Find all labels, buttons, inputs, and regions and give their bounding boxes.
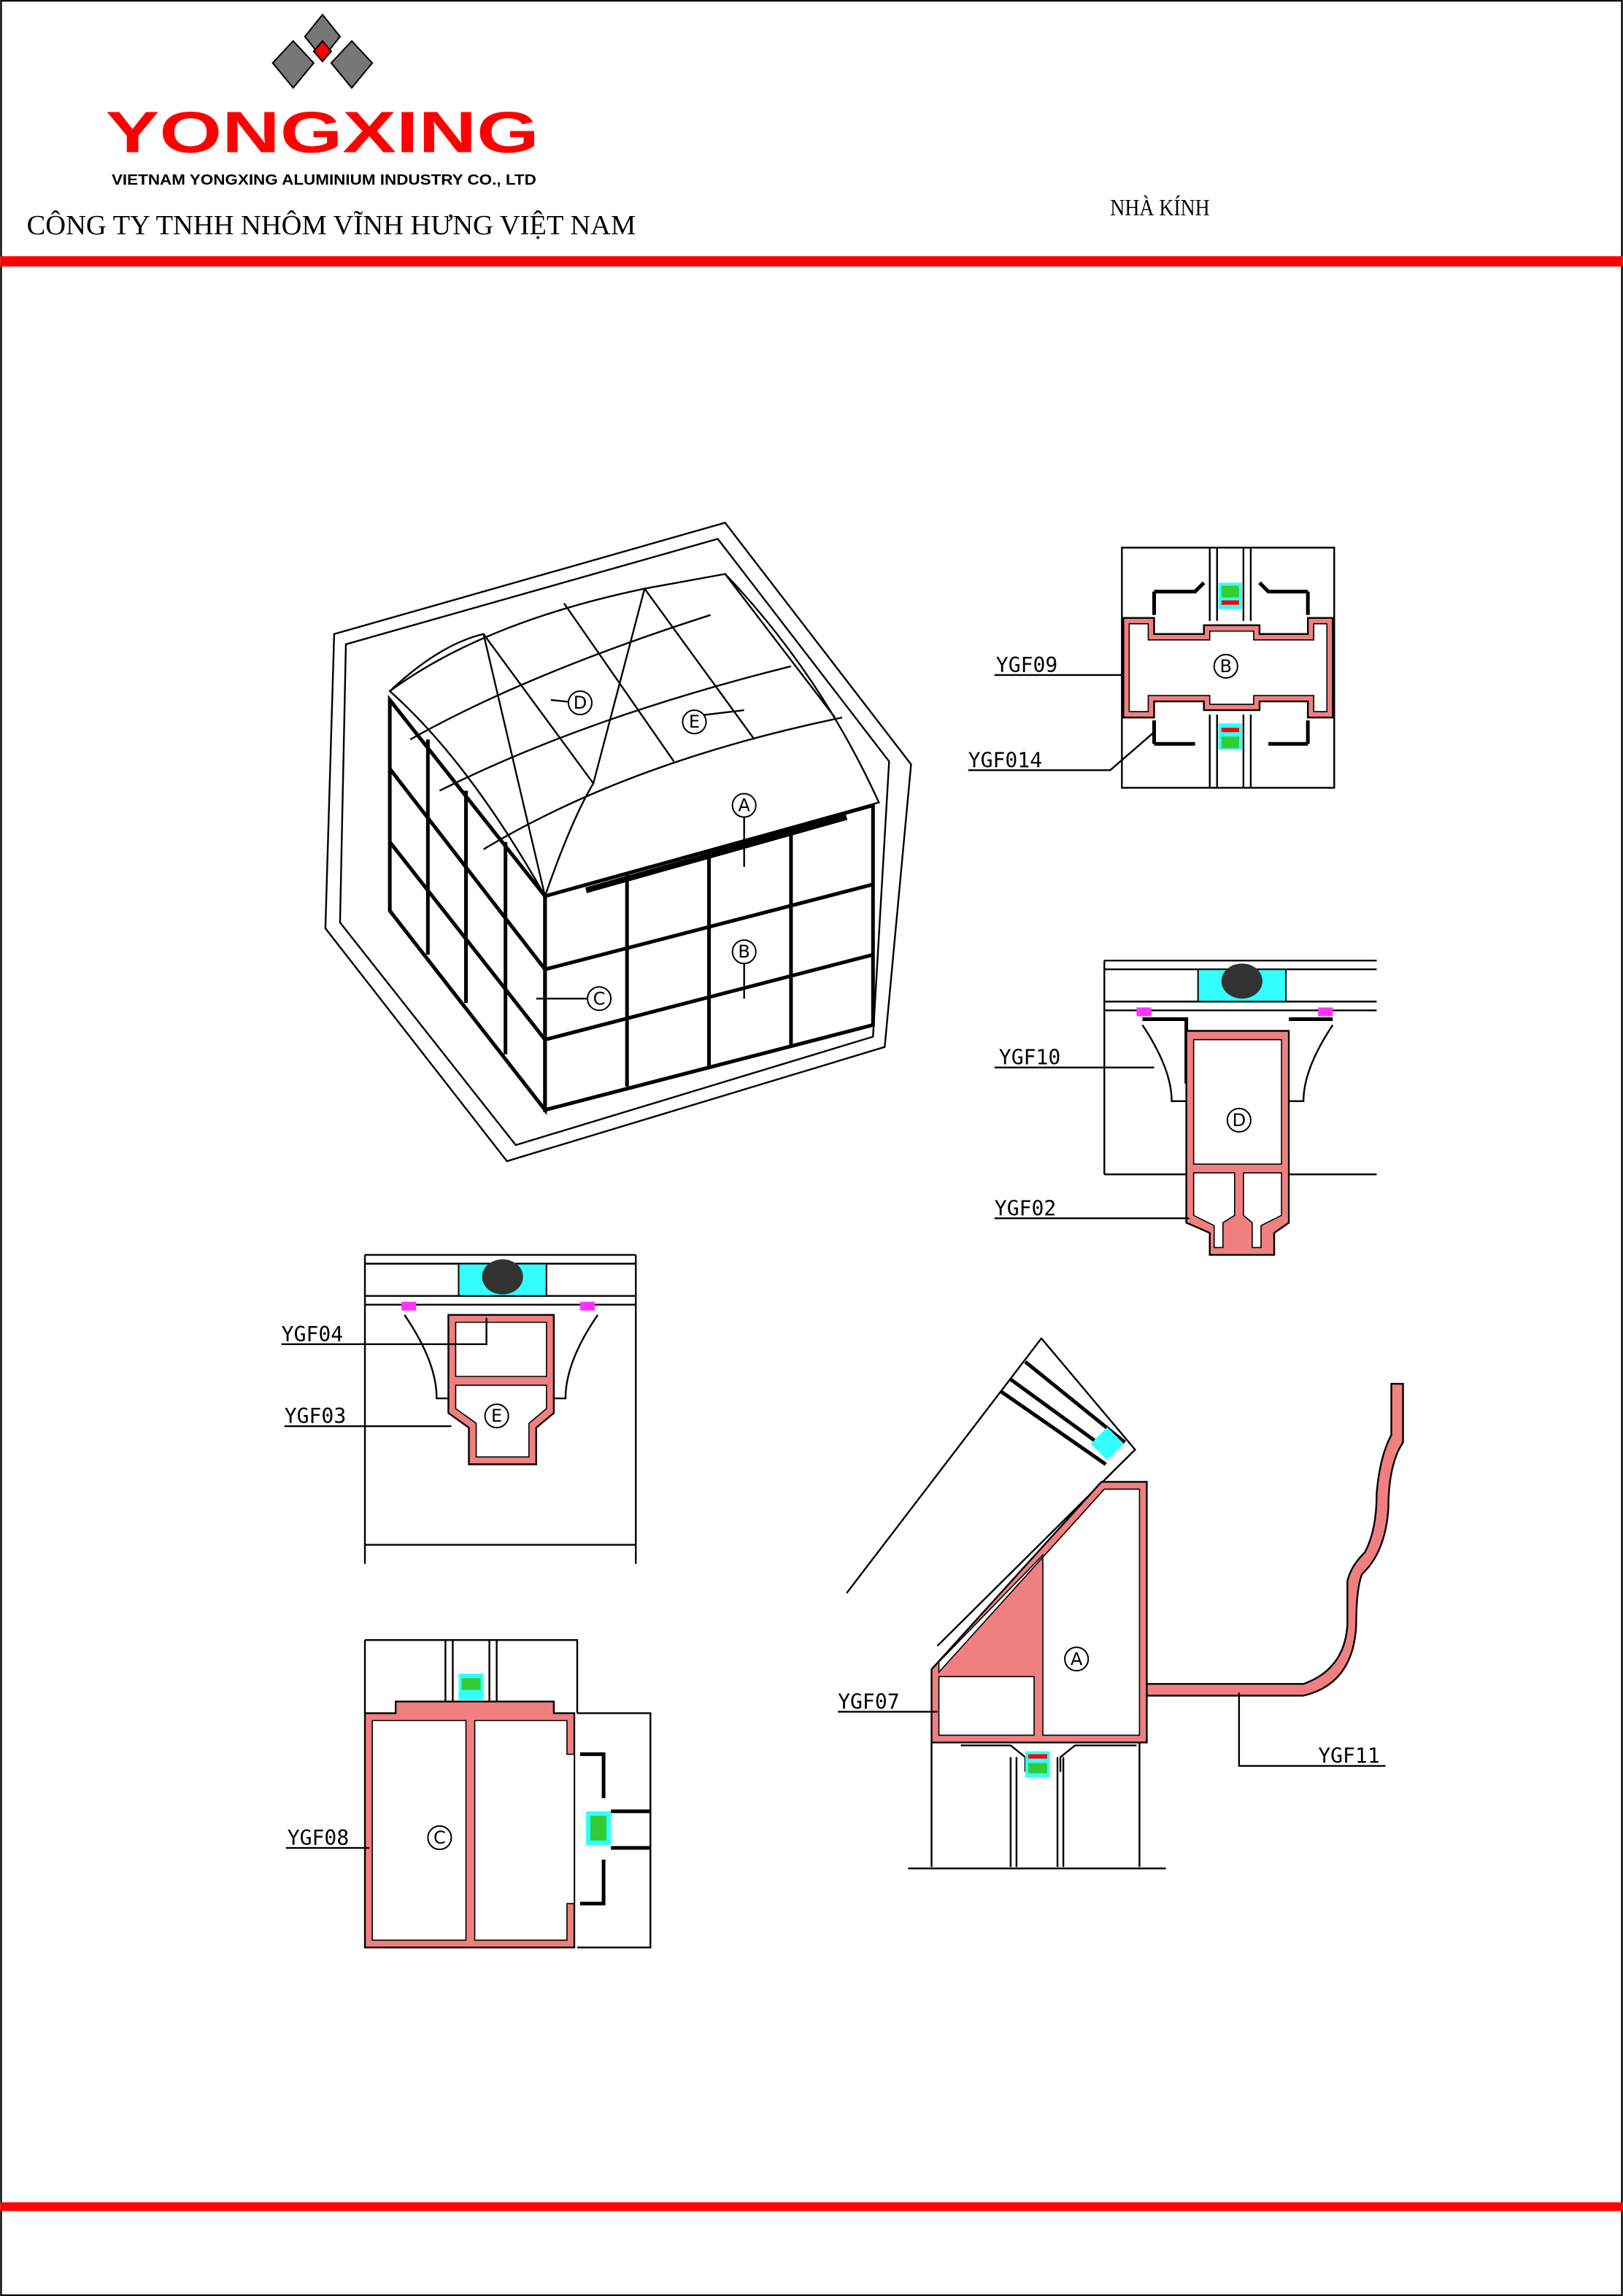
label-ygf03: YGF03: [285, 1404, 347, 1428]
marker-e-iso: E: [682, 709, 707, 735]
label-ygf07: YGF07: [838, 1690, 900, 1714]
detail-e-section: E YGF04 YGF03: [282, 1254, 637, 1564]
marker-c-iso: C: [587, 986, 612, 1012]
marker-e: E: [484, 1403, 509, 1429]
detail-a-section: A YGF07 YGF11: [838, 1336, 1404, 1870]
svg-text:B: B: [738, 941, 750, 962]
marker-a: A: [1064, 1646, 1090, 1672]
label-ygf08: YGF08: [288, 1826, 350, 1850]
label-ygf10: YGF10: [999, 1046, 1061, 1070]
marker-b-iso: B: [731, 939, 757, 965]
marker-d: D: [1226, 1107, 1252, 1133]
label-ygf09: YGF09: [996, 653, 1058, 677]
header-divider: [0, 256, 1623, 267]
marker-a-iso: A: [731, 793, 757, 818]
label-ygf11: YGF11: [1318, 1744, 1380, 1768]
svg-text:E: E: [491, 1406, 502, 1426]
svg-text:D: D: [574, 693, 587, 713]
label-ygf04: YGF04: [282, 1322, 344, 1347]
greenhouse-isometric-view: D E A B C: [324, 521, 912, 1163]
marker-d-iso: D: [567, 690, 593, 716]
svg-text:E: E: [689, 712, 700, 732]
logo-wordmark: YONGXING: [106, 100, 539, 166]
svg-text:A: A: [738, 795, 750, 816]
marker-b: B: [1213, 653, 1238, 679]
marker-c: C: [427, 1825, 452, 1851]
label-ygf02: YGF02: [995, 1196, 1057, 1220]
drawing-title: NHÀ KÍNH: [1110, 194, 1209, 220]
detail-b-section: B YGF09 YGF014: [968, 547, 1335, 789]
company-logo: YONGXING VIETNAM YONGXING ALUMINIUM INDU…: [106, 13, 539, 188]
svg-text:A: A: [1071, 1649, 1083, 1669]
logo-subtitle: VIETNAM YONGXING ALUMINIUM INDUSTRY CO.,…: [112, 172, 536, 188]
company-name: CÔNG TY TNHH NHÔM VĨNH HƯNG VIỆT NAM: [27, 210, 636, 241]
detail-d-section: D YGF10 YGF02: [994, 959, 1377, 1256]
svg-text:C: C: [593, 988, 606, 1009]
label-ygf014: YGF014: [968, 748, 1042, 772]
svg-text:B: B: [1220, 656, 1233, 677]
footer-divider: [0, 2202, 1623, 2211]
svg-text:C: C: [433, 1827, 446, 1848]
svg-text:D: D: [1233, 1110, 1246, 1130]
detail-c-section: C YGF08: [285, 1638, 652, 1949]
